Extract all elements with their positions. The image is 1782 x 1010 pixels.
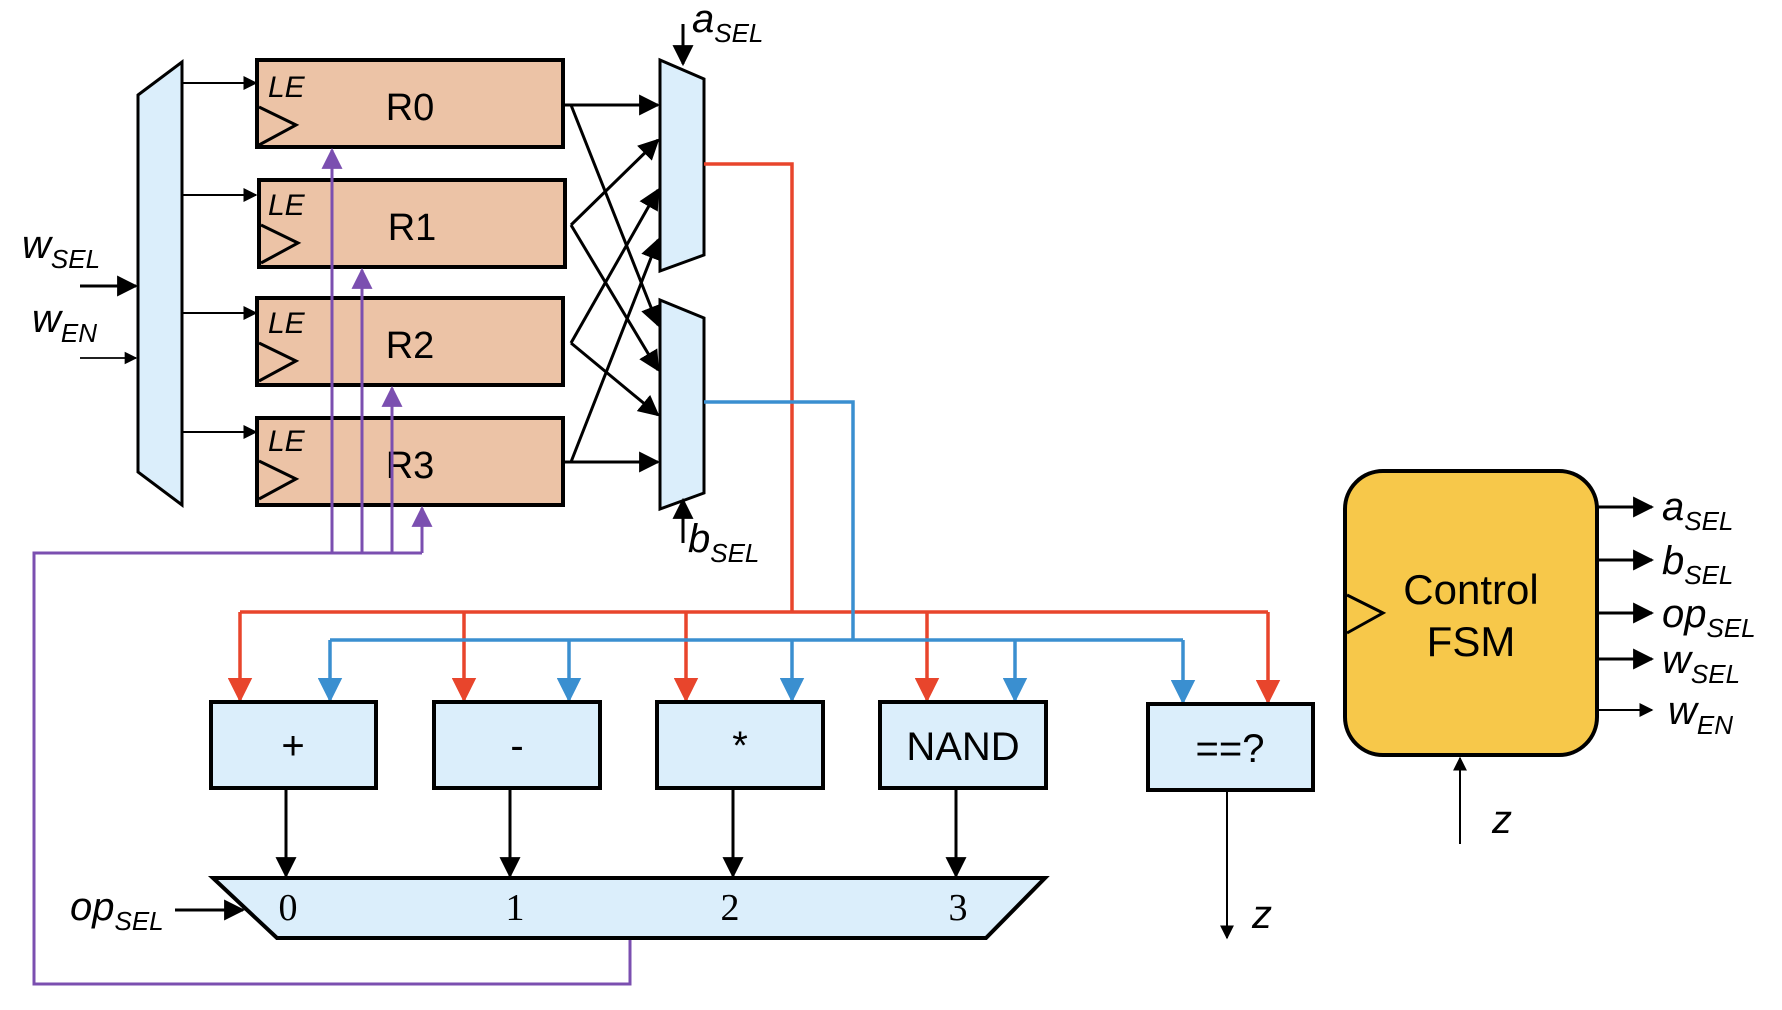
unit-sub-label: - xyxy=(510,724,523,768)
r1-label: R1 xyxy=(388,207,437,249)
crossbar-wires xyxy=(563,94,661,473)
demux-enable-wires xyxy=(182,76,258,439)
fsm-z-label: z xyxy=(1491,798,1512,842)
fsm-output-wires xyxy=(1597,496,1655,717)
unit-eq: ==? xyxy=(1146,702,1315,792)
r1-le-label: LE xyxy=(268,189,306,222)
a-sel-input: aSEL xyxy=(672,0,763,67)
w-en-input: wEN xyxy=(32,297,138,365)
operand-b-bus xyxy=(317,400,1196,705)
operand-a-bus xyxy=(227,162,1281,705)
svg-text:opSEL: opSEL xyxy=(70,885,164,936)
svg-text:bSEL: bSEL xyxy=(688,517,759,568)
fsm-out-w-sel: wSEL xyxy=(1662,638,1740,689)
w-sel-input: wSEL xyxy=(22,223,139,297)
r3-label: R3 xyxy=(386,445,435,487)
unit-sub: - xyxy=(432,700,602,790)
unit-mul-label: * xyxy=(732,724,748,768)
register-r2: LE R2 xyxy=(255,296,565,387)
r0-label: R0 xyxy=(386,87,435,129)
writeback-bus xyxy=(32,147,632,986)
w-sel-sub: SEL xyxy=(51,244,100,274)
op-mux-input-0: 0 xyxy=(279,887,298,929)
fsm-output-labels: aSEL bSEL opSEL wSEL wEN xyxy=(1662,485,1756,740)
b-sel-input: bSEL xyxy=(672,497,759,568)
op-sel-input: opSEL xyxy=(70,885,246,936)
read-mux-a xyxy=(658,57,706,274)
fsm-out-op-sel: opSEL xyxy=(1662,592,1756,643)
z-output-label: z xyxy=(1251,893,1272,937)
fsm-out-w-en: wEN xyxy=(1668,689,1733,740)
read-mux-b xyxy=(658,297,706,512)
op-sel-sub: SEL xyxy=(115,906,164,936)
fsm-z-input: z xyxy=(1453,756,1512,844)
r2-label: R2 xyxy=(386,325,435,367)
op-mux-input-3: 3 xyxy=(949,887,968,929)
svg-text:aSEL: aSEL xyxy=(692,0,763,48)
r2-le-label: LE xyxy=(268,307,306,340)
fsm-out-a-sel: aSEL xyxy=(1662,485,1733,536)
op-mux: 0 1 2 3 xyxy=(207,876,1050,940)
unit-add: + xyxy=(209,700,378,790)
r0-le-label: LE xyxy=(268,71,306,104)
b-sel-sub: SEL xyxy=(710,538,759,568)
register-r3: LE R3 xyxy=(255,416,565,507)
write-demux xyxy=(136,59,184,508)
b-sel-base: b xyxy=(688,517,710,561)
unit-add-label: + xyxy=(281,724,304,768)
w-en-base: w xyxy=(32,297,64,341)
w-sel-base: w xyxy=(22,223,54,267)
unit-output-wires xyxy=(275,788,967,879)
w-en-sub: EN xyxy=(61,318,97,348)
register-r0: LE R0 xyxy=(255,58,565,149)
a-sel-sub: SEL xyxy=(714,18,763,48)
unit-nand-label: NAND xyxy=(906,725,1019,769)
svg-text:wEN: wEN xyxy=(32,297,97,348)
svg-text:wSEL: wSEL xyxy=(22,223,100,274)
op-mux-input-1: 1 xyxy=(506,887,525,929)
control-fsm: Control FSM xyxy=(1343,469,1599,757)
unit-mul: * xyxy=(655,700,825,790)
fsm-label-line1: Control xyxy=(1403,566,1538,613)
r3-le-label: LE xyxy=(268,425,306,458)
fsm-label-line2: FSM xyxy=(1427,618,1516,665)
op-mux-input-2: 2 xyxy=(721,887,740,929)
z-output: z xyxy=(1220,790,1272,940)
op-sel-base: op xyxy=(70,885,115,929)
fsm-out-b-sel: bSEL xyxy=(1662,539,1733,590)
a-sel-base: a xyxy=(692,0,714,41)
register-r1: LE R1 xyxy=(257,178,567,269)
unit-eq-label: ==? xyxy=(1196,727,1265,771)
unit-nand: NAND xyxy=(878,700,1048,790)
